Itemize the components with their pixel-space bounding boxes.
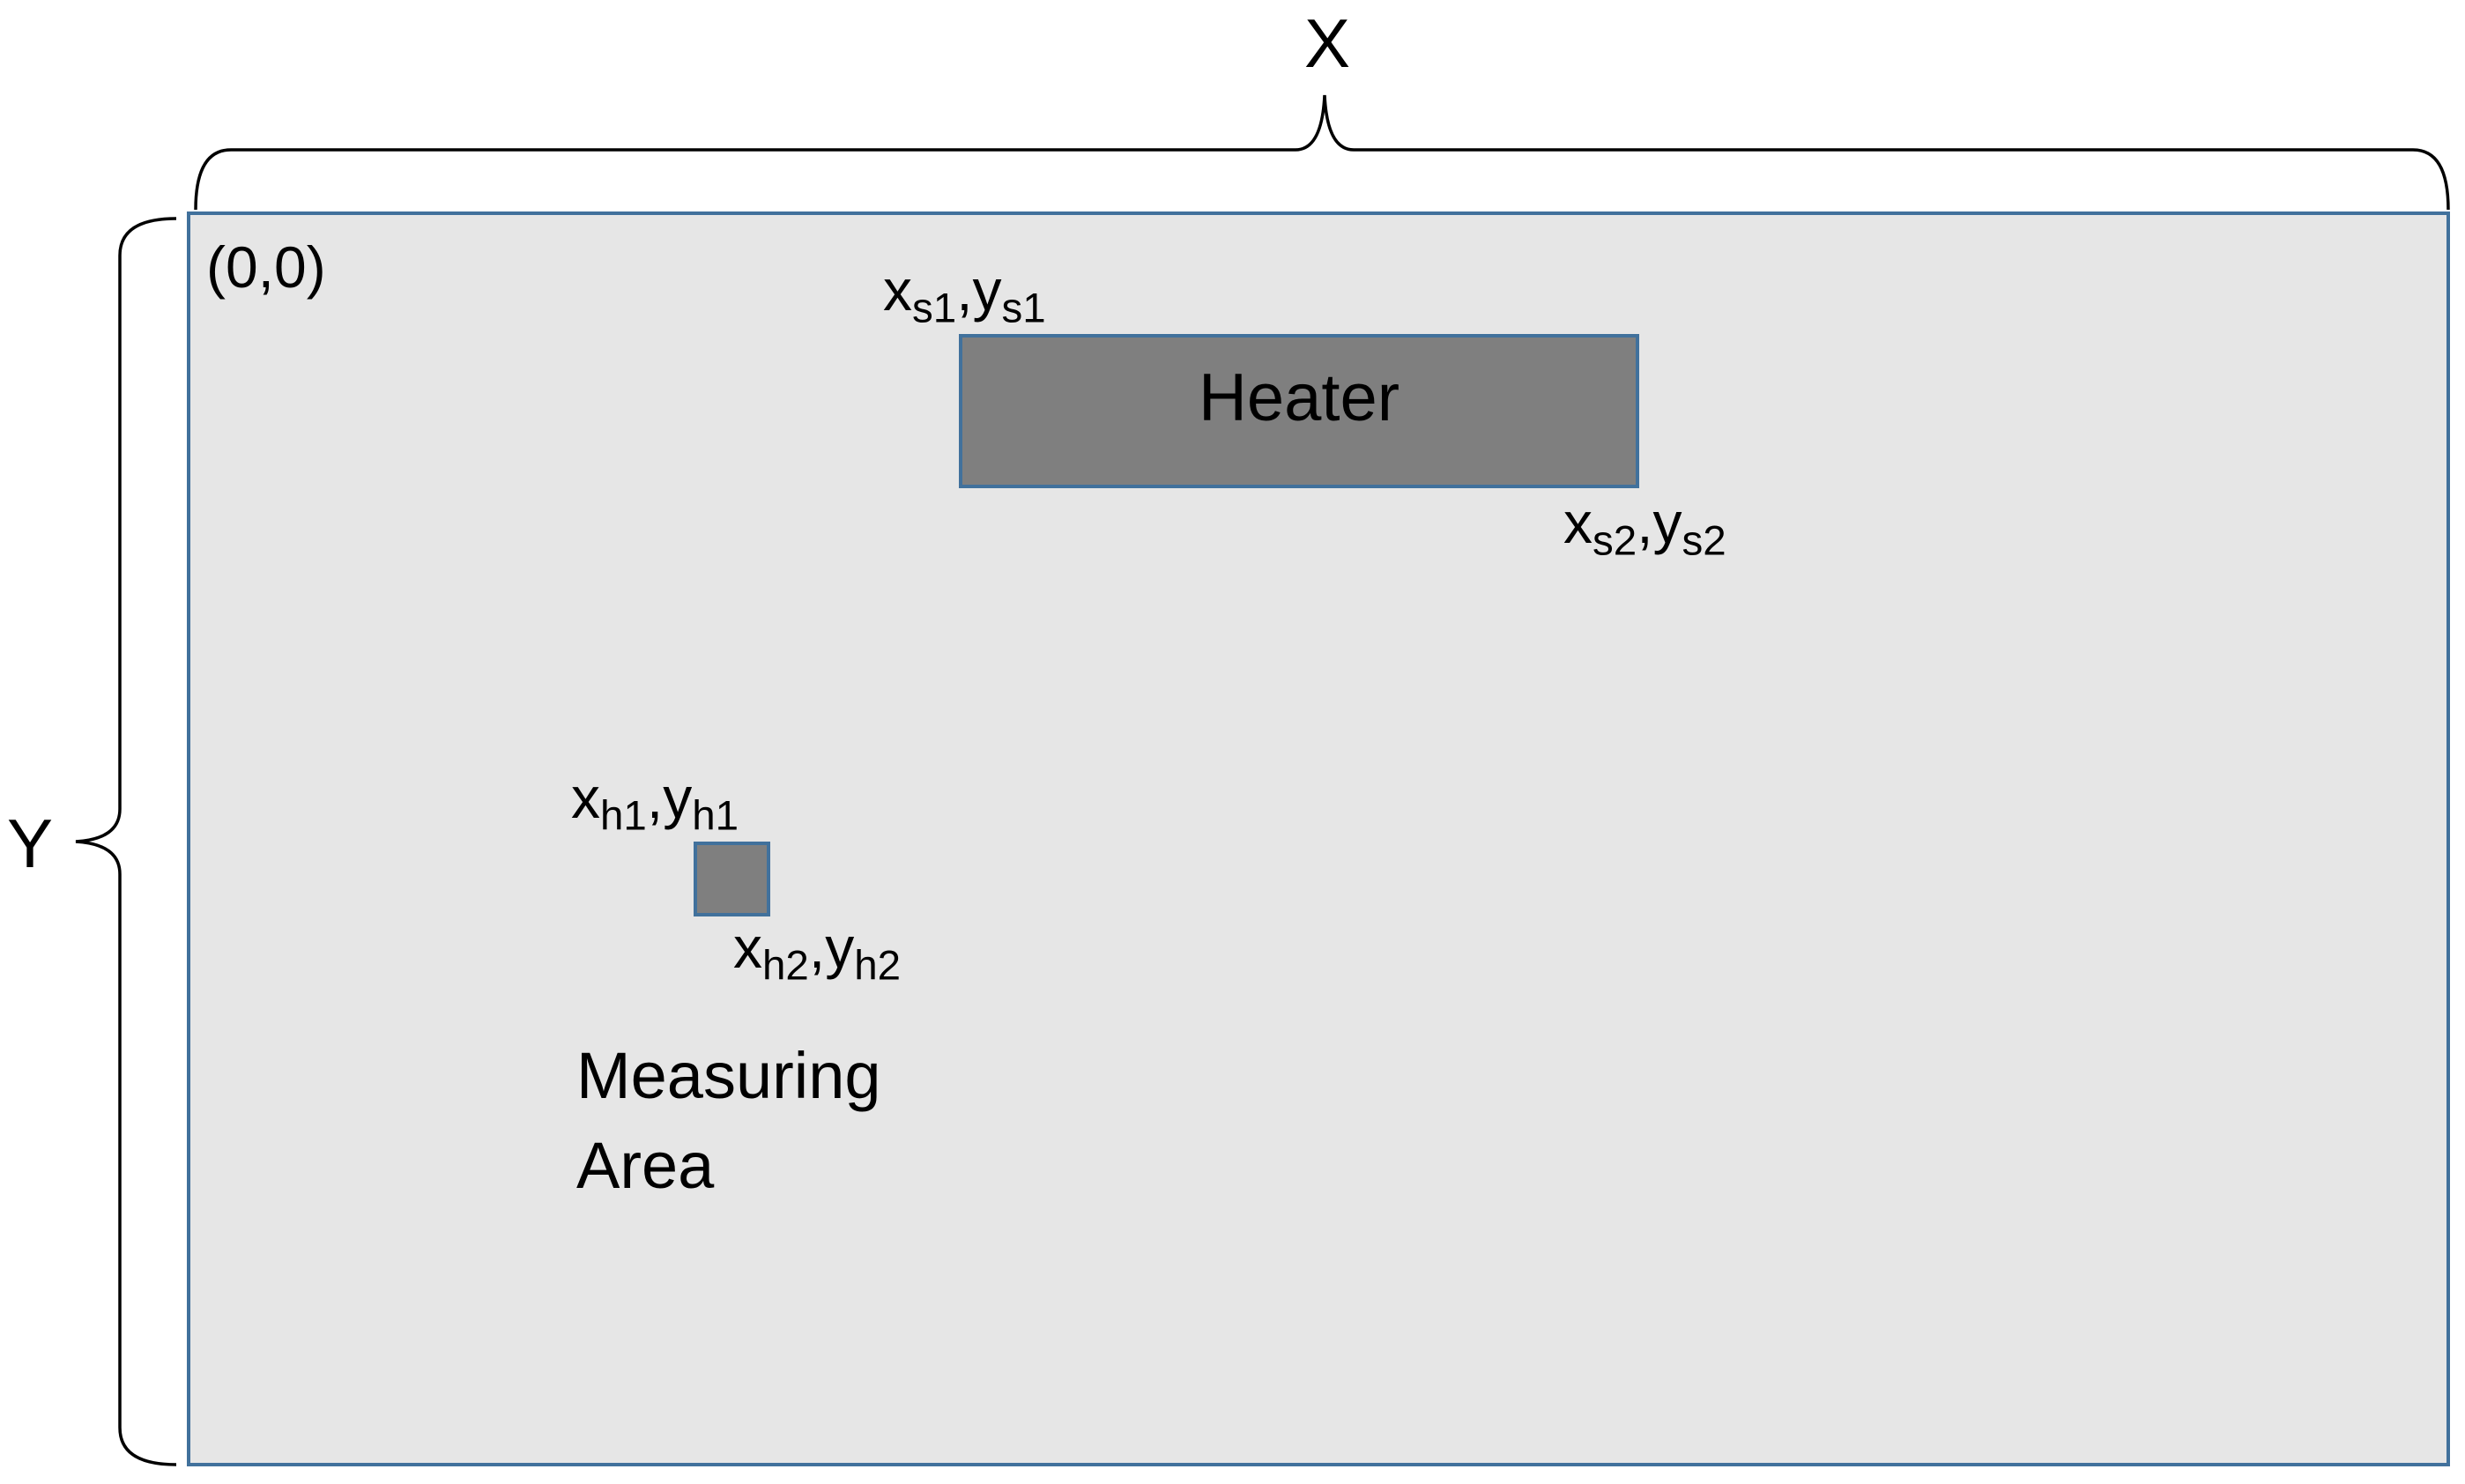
measuring-area-label: Measuring Area (576, 1031, 1017, 1211)
heater-label: Heater (1198, 360, 1400, 435)
y-dimension-bracket (75, 217, 177, 1466)
x-dimension-bracket (194, 94, 2450, 211)
x-axis-label: X (1304, 4, 1351, 82)
measuring-point-corner2-label: xh2,yh2 (733, 915, 902, 990)
measuring-area-label-line1: Measuring (576, 1039, 881, 1112)
heater-corner2-label: xs2,ys2 (1563, 490, 1726, 565)
heater-block (959, 334, 1639, 488)
origin-label: (0,0) (206, 234, 326, 300)
y-axis-label: Y (7, 805, 54, 882)
measuring-area-label-line2: Area (576, 1129, 715, 1203)
measuring-point-block (694, 842, 770, 916)
heater-corner1-label: xs1,ys1 (883, 257, 1046, 332)
measuring-point-corner1-label: xh1,yh1 (571, 765, 739, 840)
